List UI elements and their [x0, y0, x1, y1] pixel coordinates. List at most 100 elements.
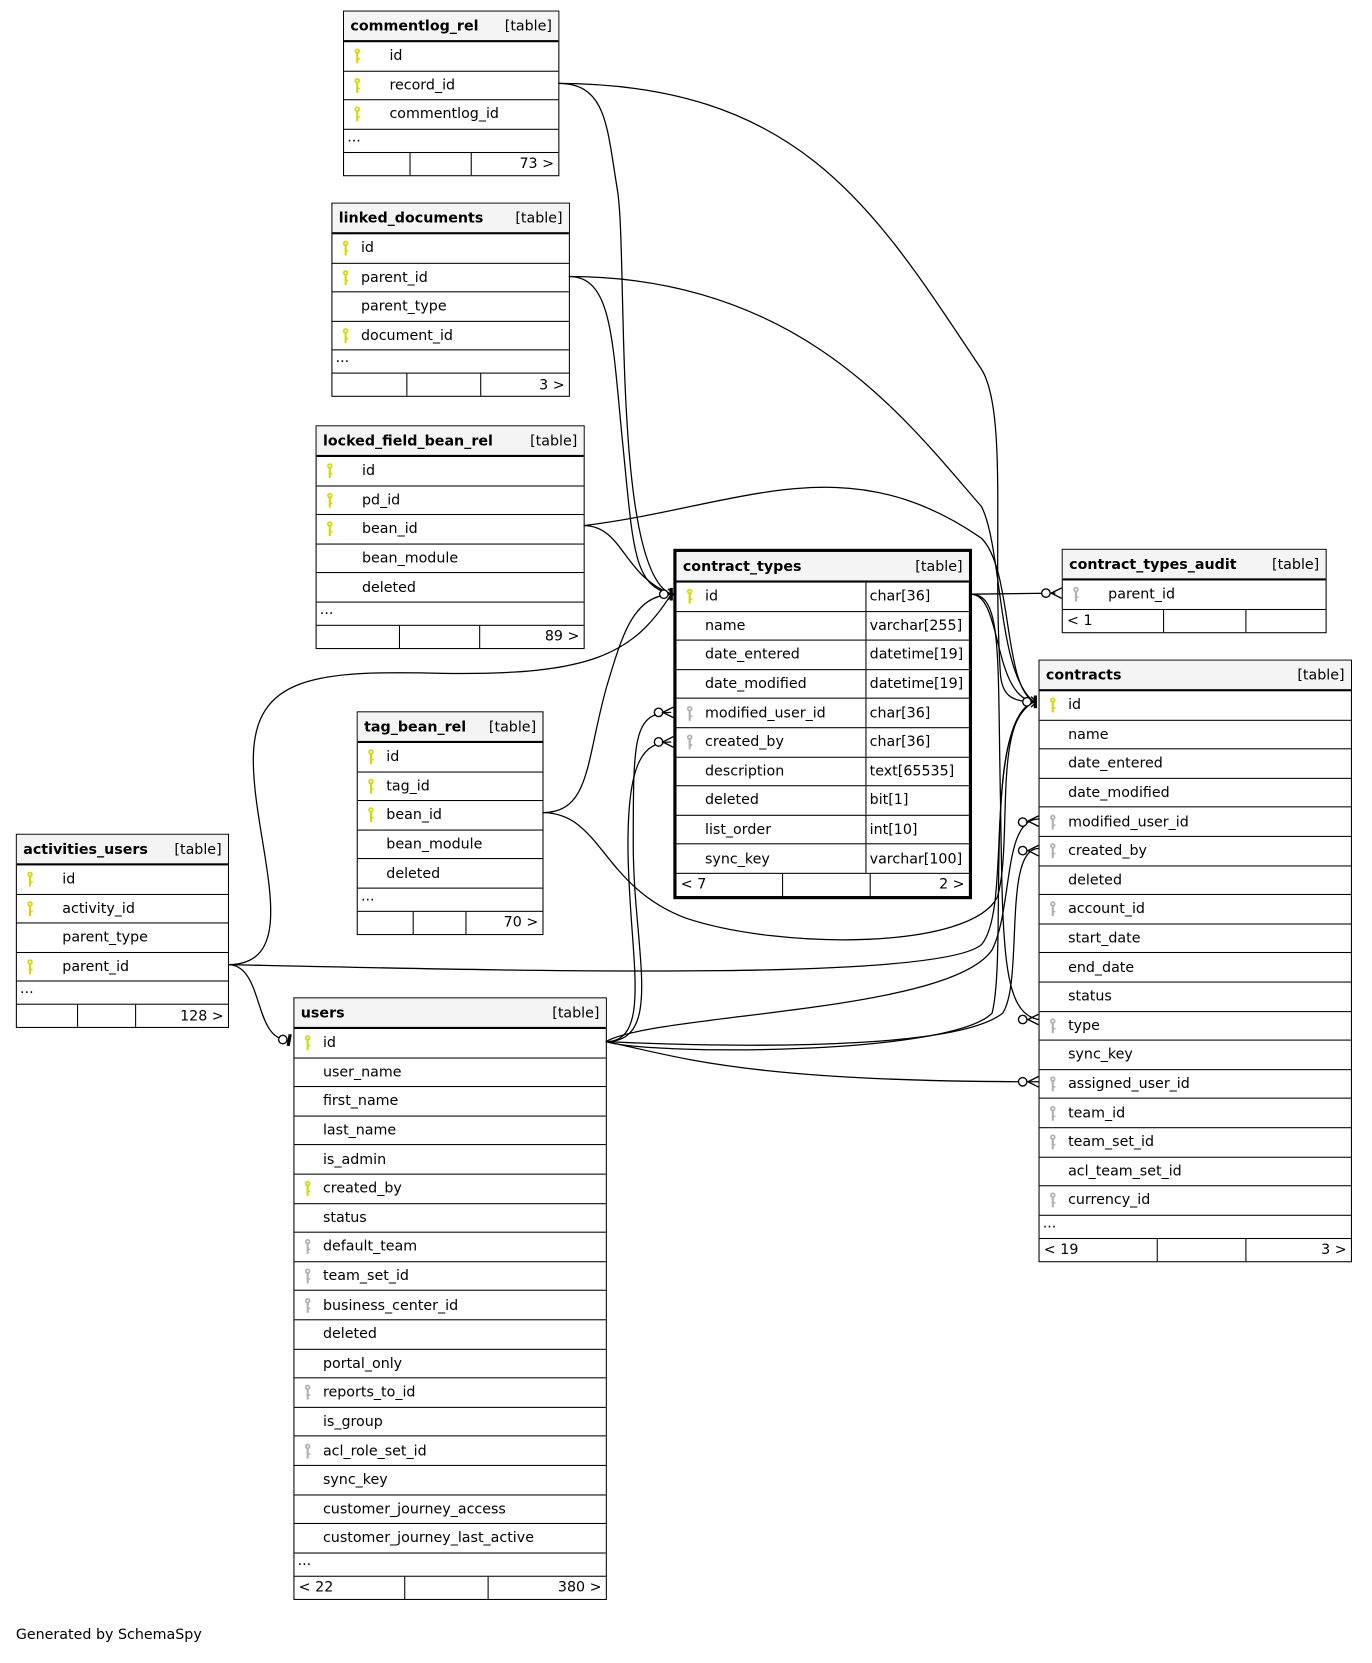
column-row[interactable]: parent_type	[332, 293, 569, 322]
column-row[interactable]: activity_id	[16, 895, 228, 924]
table-name[interactable]: tag_bean_rel	[364, 718, 467, 736]
column-row[interactable]: tag_id	[357, 772, 543, 802]
column-row[interactable]: id	[332, 234, 569, 264]
table-name[interactable]: locked_field_bean_rel	[322, 432, 493, 450]
parents-count[interactable]: < 22	[298, 1579, 334, 1596]
table-header[interactable]: contract_types[table]	[676, 551, 969, 583]
children-count[interactable]	[1245, 609, 1325, 632]
more-columns-ellipsis[interactable]: ...	[344, 130, 559, 153]
more-columns-ellipsis[interactable]: ...	[294, 1553, 606, 1577]
column-row[interactable]: customer_journey_access	[294, 1495, 606, 1525]
column-row[interactable]: user_name	[294, 1058, 606, 1088]
column-row[interactable]: date_modified	[1039, 779, 1351, 808]
children-count[interactable]: 380 >	[487, 1576, 606, 1599]
table-name[interactable]: contract_types	[682, 557, 802, 575]
column-row[interactable]: start_date	[1039, 924, 1351, 954]
more-columns-ellipsis[interactable]: ...	[357, 889, 543, 912]
column-row[interactable]: sync_key	[294, 1466, 606, 1495]
column-row[interactable]: modified_user_id	[1039, 808, 1351, 837]
table-header[interactable]: activities_users[table]	[16, 834, 228, 866]
table-name[interactable]: contracts	[1045, 666, 1122, 684]
table-name[interactable]: linked_documents	[338, 209, 484, 227]
more-columns-ellipsis[interactable]: ...	[332, 351, 569, 375]
table-header[interactable]: commentlog_rel[table]	[344, 11, 559, 43]
children-count[interactable]: 3 >	[480, 374, 569, 397]
table-header[interactable]: locked_field_bean_rel[table]	[316, 426, 584, 457]
column-row[interactable]: id	[16, 865, 228, 895]
column-row[interactable]: id	[316, 457, 584, 487]
column-row[interactable]: created_by	[294, 1175, 606, 1204]
column-row[interactable]: acl_role_set_id	[294, 1437, 606, 1466]
children-count[interactable]: 2 >	[869, 873, 969, 896]
column-row[interactable]: parent_id	[1062, 580, 1326, 610]
column-row[interactable]: is_admin	[294, 1146, 606, 1175]
column-row[interactable]: status	[294, 1204, 606, 1233]
column-row[interactable]: reports_to_id	[294, 1378, 606, 1408]
column-row[interactable]: deleted	[294, 1320, 606, 1350]
more-columns-ellipsis[interactable]: ...	[316, 603, 584, 626]
table-name[interactable]: commentlog_rel	[350, 17, 479, 35]
table-name[interactable]: contract_types_audit	[1069, 555, 1237, 573]
column-row[interactable]: business_center_id	[294, 1291, 606, 1321]
column-row[interactable]: commentlog_id	[344, 100, 559, 130]
table-name[interactable]: users	[300, 1004, 345, 1022]
column-row[interactable]: assigned_user_id	[1039, 1070, 1351, 1100]
column-row[interactable]: deleted	[316, 573, 584, 603]
column-row[interactable]: end_date	[1039, 953, 1351, 983]
column-row[interactable]: date_entered	[1039, 750, 1351, 779]
parents-count[interactable]: < 19	[1043, 1241, 1079, 1259]
column-row[interactable]: pd_id	[316, 486, 584, 516]
column-row[interactable]: bean_module	[357, 830, 543, 860]
column-row[interactable]: first_name	[294, 1087, 606, 1117]
parents-count[interactable]	[358, 912, 413, 934]
column-row[interactable]: record_id	[344, 71, 559, 101]
column-row[interactable]: deleted	[1039, 866, 1351, 896]
column-row[interactable]: document_id	[332, 322, 569, 351]
column-row[interactable]: customer_journey_last_active	[294, 1524, 606, 1554]
column-row[interactable]: bean_module	[316, 544, 584, 574]
column-row[interactable]: parent_id	[332, 263, 569, 293]
column-row[interactable]: created_by	[1039, 837, 1351, 867]
column-row[interactable]: id	[1039, 691, 1351, 721]
column-row[interactable]: last_name	[294, 1116, 606, 1146]
parents-count[interactable]	[344, 153, 409, 175]
children-count[interactable]: 3 >	[1245, 1238, 1351, 1261]
column-row[interactable]: id	[344, 42, 559, 72]
children-count[interactable]: 89 >	[479, 625, 583, 648]
column-row[interactable]: id	[357, 743, 543, 773]
parents-count[interactable]	[317, 626, 399, 648]
column-row[interactable]: currency_id	[1039, 1186, 1351, 1216]
column-row[interactable]: team_id	[1039, 1099, 1351, 1129]
children-count[interactable]: 70 >	[465, 911, 542, 934]
column-row[interactable]: deleted	[357, 859, 543, 889]
column-row[interactable]: account_id	[1039, 895, 1351, 925]
more-columns-ellipsis[interactable]: ...	[16, 982, 228, 1006]
column-row[interactable]: is_group	[294, 1408, 606, 1437]
parents-count[interactable]: < 7	[680, 876, 707, 894]
column-row[interactable]: id	[294, 1029, 606, 1059]
column-row[interactable]: sync_key	[1039, 1041, 1351, 1070]
column-row[interactable]: bean_id	[316, 515, 584, 545]
table-header[interactable]: contracts[table]	[1039, 660, 1351, 692]
table-header[interactable]: linked_documents[table]	[332, 203, 569, 235]
column-row[interactable]: parent_id	[16, 953, 228, 982]
children-count[interactable]: 128 >	[135, 1005, 228, 1028]
column-row[interactable]: type	[1039, 1012, 1351, 1041]
column-row[interactable]: bean_id	[357, 801, 543, 831]
column-row[interactable]: parent_type	[16, 924, 228, 953]
